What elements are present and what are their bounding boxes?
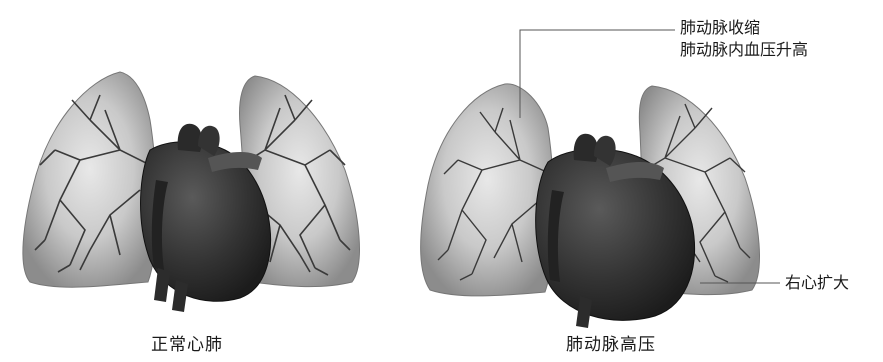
annotation-right-heart: 右心扩大 <box>785 272 849 294</box>
left-lung-normal <box>23 72 157 287</box>
left-lung-ph <box>421 84 554 296</box>
annotation-pulmonary-constriction: 肺动脉收缩 <box>680 17 808 39</box>
caption-normal: 正常心肺 <box>151 330 223 355</box>
caption-hypertension: 肺动脉高压 <box>566 330 656 355</box>
annotation-pulmonary: 肺动脉收缩 肺动脉内血压升高 <box>680 17 808 61</box>
hypertension-heart-lungs <box>421 84 760 328</box>
normal-heart-lungs <box>23 72 360 312</box>
annotation-pulmonary-pressure: 肺动脉内血压升高 <box>680 39 808 61</box>
